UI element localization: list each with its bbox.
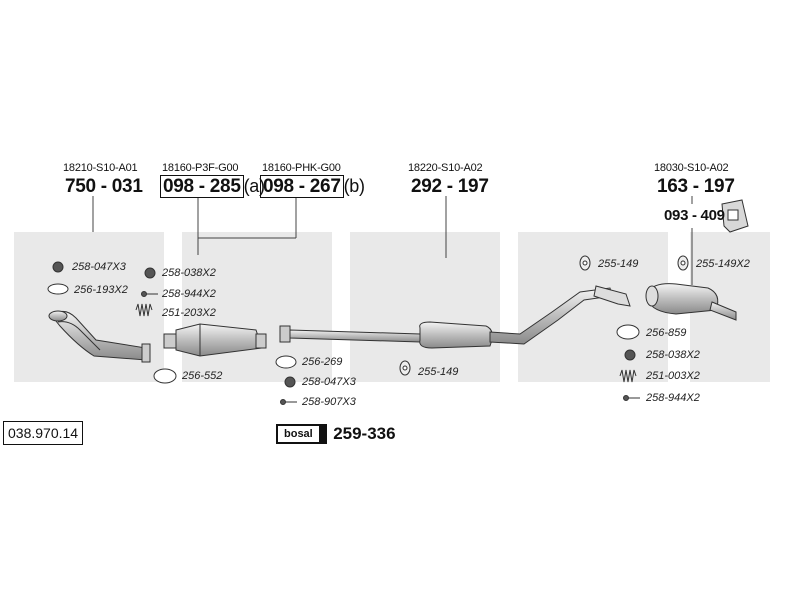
accessory-label[interactable]: 258-944X2 <box>646 392 700 404</box>
accessory-label[interactable]: 258-047X3 <box>72 261 126 273</box>
rubber-hanger-icon <box>677 255 689 271</box>
gasket-icon <box>47 283 69 295</box>
rear-silencer-part <box>645 283 737 321</box>
part-number-catalyst-b[interactable]: 098 - 267(b) <box>260 175 365 198</box>
catalytic-converter-part <box>163 323 267 357</box>
part-number-rear-silencer[interactable]: 163 - 197 <box>657 176 735 197</box>
part-number-catalyst-a[interactable]: 098 - 285(a) <box>160 175 265 198</box>
nut-icon <box>624 349 636 361</box>
accessory-label[interactable]: 258-047X3 <box>302 376 356 388</box>
accessory-label[interactable]: 258-907X3 <box>302 396 356 408</box>
accessory-label[interactable]: 256-269 <box>302 356 343 368</box>
accessory-label[interactable]: 255-149 <box>598 258 639 270</box>
accessory-label[interactable]: 251-203X2 <box>162 307 216 319</box>
nut-icon <box>52 261 64 273</box>
accessory-label[interactable]: 258-038X2 <box>646 349 700 361</box>
hanger-bracket-part <box>721 199 749 233</box>
oem-code-rear-silencer: 18030-S10-A02 <box>654 162 729 174</box>
oem-code-centre-pipe: 18220-S10-A02 <box>408 162 483 174</box>
part-number-centre-pipe[interactable]: 292 - 197 <box>411 176 489 197</box>
accessory-label[interactable]: 258-944X2 <box>162 288 216 300</box>
bosal-logo-box: bosal <box>276 424 327 444</box>
accessory-label[interactable]: 255-149X2 <box>696 258 750 270</box>
variant-suffix: (a) <box>243 176 265 196</box>
oem-code-front-pipe: 18210-S10-A01 <box>63 162 138 174</box>
gasket-icon <box>616 324 640 340</box>
gasket-icon <box>153 368 177 384</box>
mounting-kit[interactable]: bosal 259-336 <box>276 424 396 444</box>
oem-code-catalyst-b: 18160-PHK-G00 <box>262 162 341 174</box>
variant-suffix: (b) <box>343 176 365 196</box>
accessory-label[interactable]: 256-193X2 <box>74 284 128 296</box>
gasket-icon <box>275 355 297 369</box>
bolt-icon <box>141 291 158 297</box>
spring-icon <box>619 369 637 383</box>
accessory-label[interactable]: 258-038X2 <box>162 267 216 279</box>
rubber-hanger-icon <box>579 255 591 271</box>
accessory-label[interactable]: 255-149 <box>418 366 459 378</box>
reference-number: 038.970.14 <box>3 421 84 445</box>
centre-pipe-part <box>279 285 631 349</box>
leader-lines <box>92 196 693 285</box>
spring-icon <box>135 303 153 317</box>
front-pipe-part <box>48 310 151 363</box>
part-number-box: 098 - 267 <box>260 175 344 198</box>
nut-icon <box>144 267 156 279</box>
bolt-icon <box>280 399 297 405</box>
accessory-icons <box>47 255 689 405</box>
rubber-hanger-icon <box>399 360 411 376</box>
nut-icon <box>284 376 296 388</box>
accessory-label[interactable]: 256-859 <box>646 327 687 339</box>
bolt-icon <box>623 395 640 401</box>
accessory-label[interactable]: 256-552 <box>182 370 223 382</box>
part-number-box: 098 - 285 <box>160 175 244 198</box>
mounting-kit-number: 259-336 <box>333 424 396 443</box>
part-number-front-pipe[interactable]: 750 - 031 <box>65 176 143 197</box>
part-number-hanger-bracket[interactable]: 093 - 409 <box>664 207 725 224</box>
accessory-label[interactable]: 251-003X2 <box>646 370 700 382</box>
oem-code-catalyst-a: 18160-P3F-G00 <box>162 162 239 174</box>
